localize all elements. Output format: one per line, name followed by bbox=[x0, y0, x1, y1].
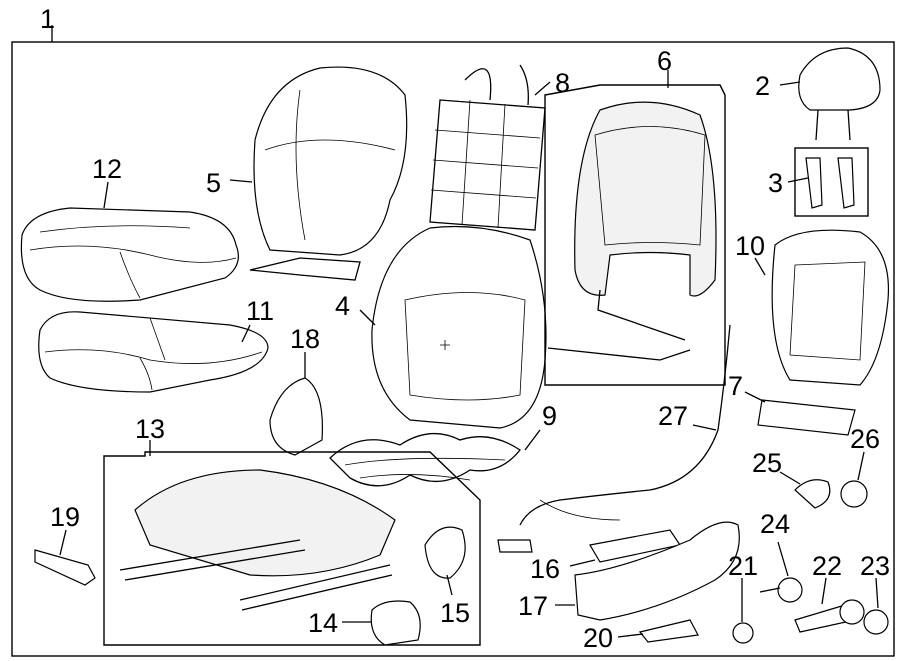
seat-back-frame-group bbox=[544, 84, 726, 386]
side-trim bbox=[34, 549, 96, 586]
seat-back-panel bbox=[771, 229, 890, 386]
callout-24: 24 bbox=[760, 509, 790, 539]
seat-cushion-cover bbox=[20, 207, 239, 302]
callout-15: 15 bbox=[440, 598, 470, 628]
headrest bbox=[798, 47, 881, 141]
callout-27: 27 bbox=[658, 401, 688, 431]
callout-17: 17 bbox=[518, 591, 548, 621]
callout-7: 7 bbox=[728, 371, 743, 401]
callout-26: 26 bbox=[850, 424, 880, 454]
callout-3: 3 bbox=[768, 168, 783, 198]
trim-cap-21 bbox=[732, 622, 754, 644]
callout-23: 23 bbox=[860, 551, 890, 581]
callout-16: 16 bbox=[530, 554, 560, 584]
diagram-frame bbox=[11, 41, 895, 657]
callout-11: 11 bbox=[246, 296, 274, 326]
lever-22 bbox=[794, 599, 865, 633]
seat-back-pad bbox=[371, 225, 547, 429]
cap-26 bbox=[840, 480, 868, 508]
callout-18: 18 bbox=[290, 324, 320, 354]
side-shield bbox=[574, 521, 740, 621]
callout-19: 19 bbox=[50, 502, 80, 532]
adjuster-motor bbox=[424, 526, 466, 579]
callout-6: 6 bbox=[657, 46, 672, 76]
seat-back-cover bbox=[249, 66, 408, 281]
callout-22: 22 bbox=[812, 551, 842, 581]
callout-13: 13 bbox=[135, 414, 165, 444]
callout-14: 14 bbox=[308, 608, 338, 638]
cap-23 bbox=[863, 609, 889, 635]
seat-cushion-spring bbox=[329, 432, 521, 487]
knob-24 bbox=[759, 577, 803, 603]
callout-20: 20 bbox=[583, 623, 613, 653]
callout-8: 8 bbox=[555, 68, 570, 98]
callout-2: 2 bbox=[755, 71, 770, 101]
seat-track-group bbox=[103, 451, 481, 646]
headrest-guides bbox=[794, 147, 869, 217]
wire-harness bbox=[497, 324, 731, 553]
recliner-cover bbox=[269, 377, 323, 456]
callout-12: 12 bbox=[92, 154, 122, 184]
seat-cushion-pad bbox=[38, 311, 269, 393]
callout-4: 4 bbox=[335, 291, 350, 321]
callout-5: 5 bbox=[206, 168, 221, 198]
seat-back-spring bbox=[429, 64, 546, 231]
callout-21: 21 bbox=[728, 551, 758, 581]
callout-10: 10 bbox=[735, 231, 765, 261]
seat-motor bbox=[370, 600, 421, 646]
callout-25: 25 bbox=[752, 448, 782, 478]
trim-strip bbox=[757, 399, 856, 436]
callout-9: 9 bbox=[542, 401, 557, 431]
callout-1: 1 bbox=[40, 4, 55, 34]
release-handle bbox=[638, 619, 699, 643]
knob-25 bbox=[794, 479, 831, 509]
leader-lines bbox=[59, 70, 879, 638]
